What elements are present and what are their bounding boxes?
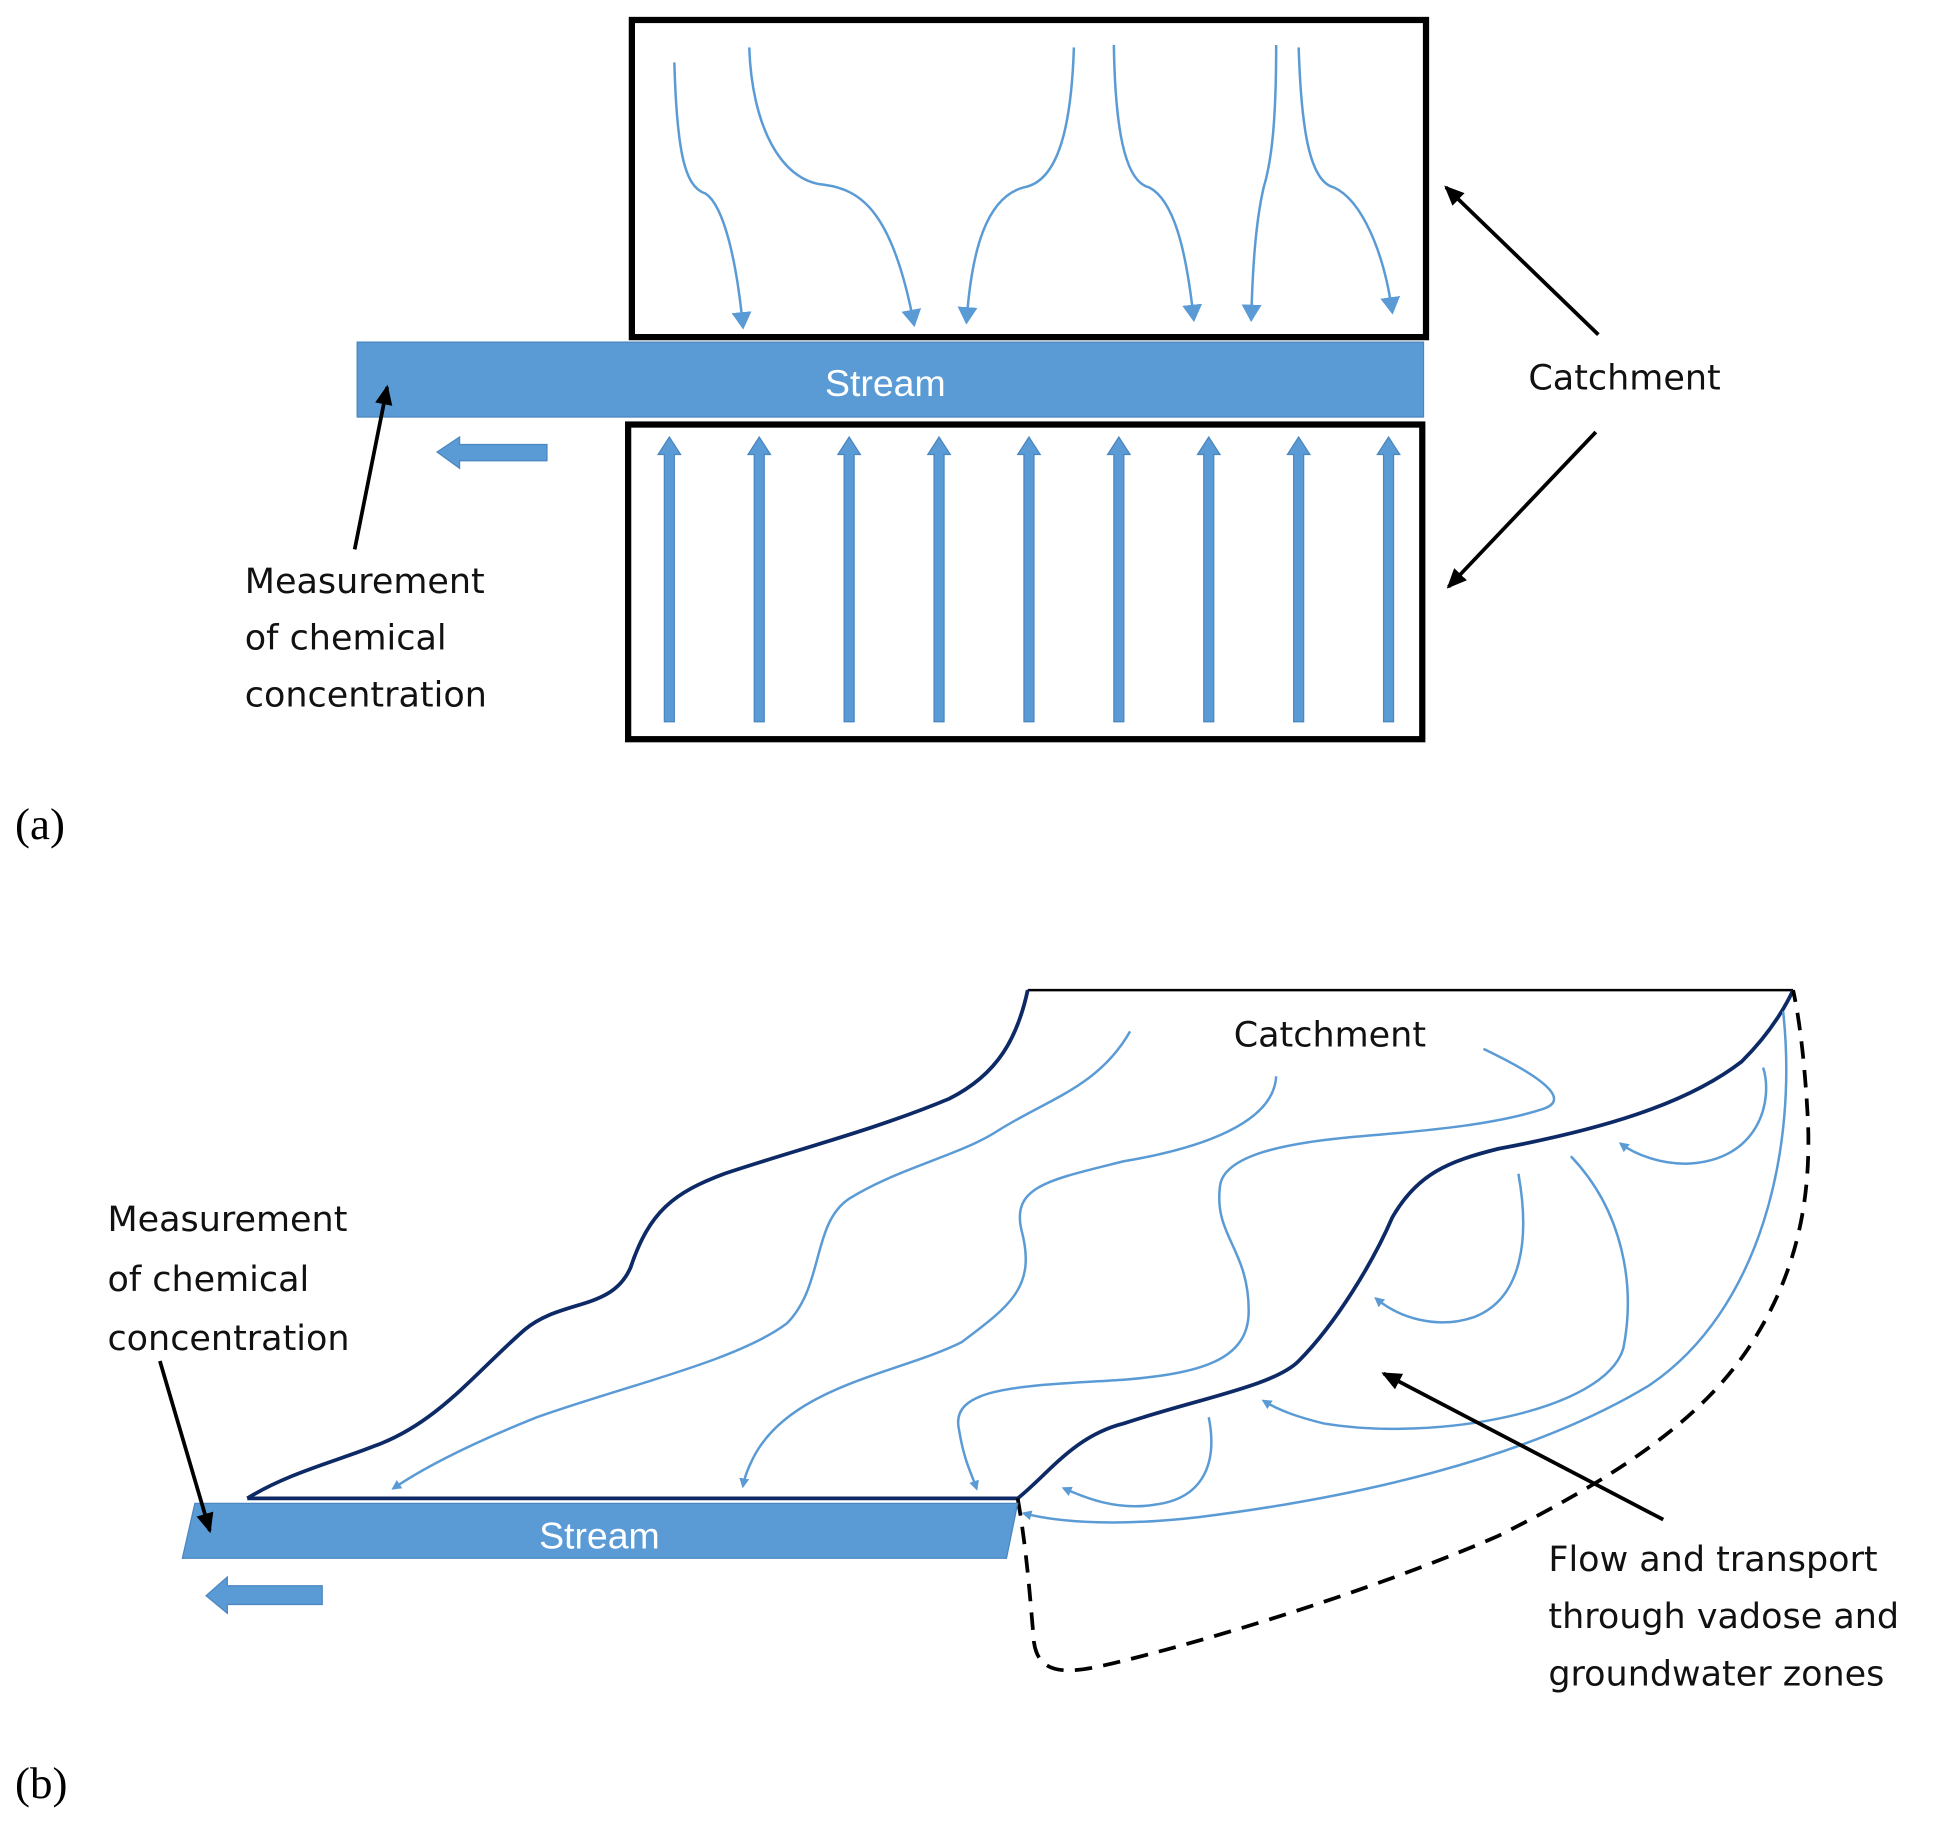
flow-label-b-1: Flow and transport bbox=[1548, 1540, 1877, 1580]
subsurface-boundary bbox=[1015, 989, 1811, 1673]
measurement-label-b-3: concentration bbox=[107, 1319, 349, 1359]
upward-flow-arrow bbox=[1376, 435, 1401, 723]
flow-arrow bbox=[748, 47, 922, 328]
upward-flow-arrow bbox=[1196, 435, 1222, 723]
flow-arrow bbox=[739, 1076, 1278, 1489]
stream-direction-arrow-a bbox=[435, 435, 548, 470]
upward-flow-arrow bbox=[746, 435, 772, 723]
flow-pointer-b bbox=[1381, 1371, 1665, 1522]
right-ridge bbox=[1016, 989, 1795, 1500]
measurement-pointer-b bbox=[158, 1360, 214, 1534]
flow-arrow bbox=[1112, 44, 1203, 323]
panel-label-a: (a) bbox=[15, 799, 65, 849]
measurement-label-b-2: of chemical bbox=[107, 1260, 309, 1300]
measurement-label-a-1: Measurement bbox=[245, 562, 485, 602]
flow-arrow bbox=[391, 1030, 1132, 1490]
flow-arrow bbox=[957, 47, 1076, 325]
stream-b bbox=[181, 1502, 1019, 1559]
measurement-pointer-a bbox=[352, 384, 393, 550]
flow-arrow bbox=[673, 62, 752, 330]
upward-flow-arrow bbox=[656, 435, 682, 723]
lower-flow-arrows bbox=[656, 435, 1401, 723]
catchment-pointer-lower bbox=[1446, 430, 1598, 589]
stream-a bbox=[356, 341, 1425, 418]
measurement-label-a-2: of chemical bbox=[245, 618, 447, 658]
flow-paths-b bbox=[391, 1011, 1788, 1524]
flow-arrow bbox=[1618, 1067, 1768, 1165]
flow-arrow bbox=[1261, 1155, 1629, 1431]
catchment-label-b: Catchment bbox=[1234, 1015, 1426, 1055]
catchment-pointer-upper bbox=[1444, 185, 1600, 336]
measurement-label-b-1: Measurement bbox=[107, 1200, 347, 1240]
upper-catchment-box bbox=[628, 16, 1430, 341]
flow-arrow bbox=[1374, 1173, 1525, 1324]
flow-label-b-2: through vadose and bbox=[1548, 1597, 1899, 1637]
flow-arrow bbox=[1241, 44, 1278, 323]
upward-flow-arrow bbox=[1106, 435, 1132, 723]
panel-a: Stream Measurement of chemical concentra… bbox=[15, 16, 1721, 849]
upward-flow-arrow bbox=[836, 435, 862, 723]
upper-flow-arrows bbox=[673, 44, 1401, 330]
flow-arrow bbox=[1297, 47, 1401, 315]
catchment-label-a: Catchment bbox=[1528, 359, 1720, 399]
stream-label-b: Stream bbox=[539, 1514, 660, 1556]
upward-flow-arrow bbox=[926, 435, 952, 723]
panel-label-b: (b) bbox=[15, 1758, 67, 1808]
stream-direction-arrow-b bbox=[205, 1575, 323, 1615]
flow-arrow bbox=[956, 1047, 1556, 1491]
upward-flow-arrow bbox=[1286, 435, 1312, 723]
measurement-label-a-3: concentration bbox=[245, 676, 487, 716]
flow-label-b-3: groundwater zones bbox=[1548, 1655, 1884, 1695]
stream-label-a: Stream bbox=[825, 362, 946, 404]
upward-flow-arrow bbox=[1016, 435, 1042, 723]
flow-arrow bbox=[1021, 1011, 1788, 1524]
left-ridge bbox=[246, 989, 1030, 1500]
panel-b: Stream Measurement of chemical concentra… bbox=[15, 988, 1899, 1808]
flow-arrow bbox=[1061, 1416, 1213, 1508]
